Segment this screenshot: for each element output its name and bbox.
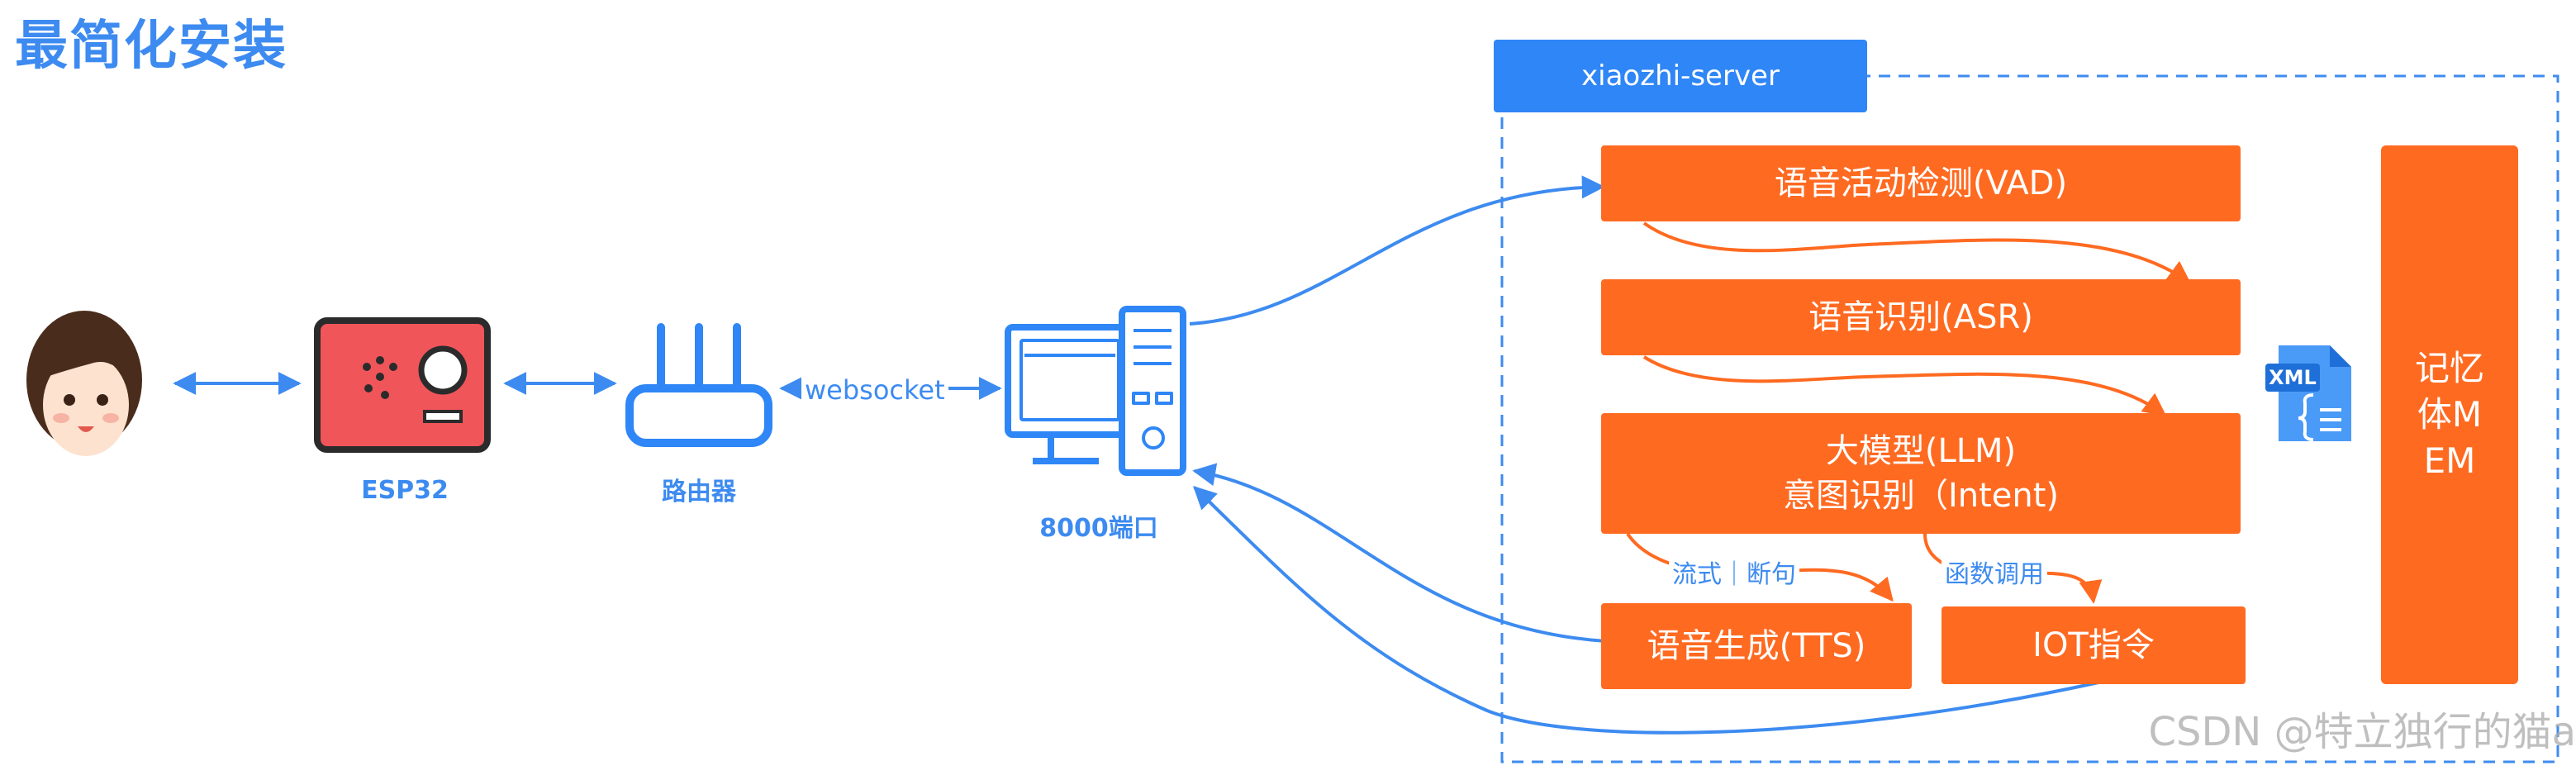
esp32-device-icon [314, 317, 491, 453]
user-avatar-icon [26, 311, 142, 456]
llm-module-label-line2: 意图识别（Intent) [1782, 477, 2060, 515]
router-icon [625, 323, 772, 447]
page-title: 最简化安装 [15, 16, 288, 77]
memory-module-label: 记忆体MEM [2414, 348, 2484, 481]
tts-module: 语音生成(TTS) [1601, 603, 1912, 689]
function-call-flow-label: 函数调用 [1942, 559, 2047, 592]
streaming-flow-label: 流式｜断句 [1669, 559, 1799, 592]
xml-icon-label: XML [2265, 364, 2320, 392]
iot-module: IOT指令 [1942, 606, 2246, 684]
memory-module: 记忆体MEM [2381, 145, 2518, 684]
vad-module-label: 语音活动检测(VAD) [1774, 164, 2068, 202]
tts-to-pc-connector [1192, 463, 1607, 643]
vad-to-asr-connector [1642, 221, 2192, 284]
tts-module-label: 语音生成(TTS) [1647, 627, 1866, 665]
esp32-label: ESP32 [361, 476, 449, 505]
pc-to-vad-connector [1189, 175, 1605, 326]
llm-module-label-line1: 大模型(LLM) [1825, 432, 2017, 470]
watermark: CSDN @特立独行的猫a [2148, 709, 2576, 755]
server-port-label: 8000端口 [1039, 514, 1158, 543]
iot-to-pc-connector [1192, 486, 2099, 735]
vad-module: 语音活动检测(VAD) [1601, 145, 2241, 221]
asr-module: 语音识别(ASR) [1601, 279, 2241, 355]
server-name-tab: xiaozhi-server [1494, 40, 1867, 112]
router-label: 路由器 [662, 478, 736, 507]
websocket-label: websocket [801, 373, 948, 407]
server-computer-icon [1005, 306, 1186, 476]
xml-document-icon [2279, 345, 2351, 441]
asr-module-label: 语音识别(ASR) [1808, 298, 2033, 336]
llm-module: 大模型(LLM) 意图识别（Intent) [1601, 413, 2241, 534]
server-frame [1500, 74, 2559, 763]
asr-to-llm-connector [1642, 355, 2167, 416]
iot-module-label: IOT指令 [2032, 626, 2155, 664]
